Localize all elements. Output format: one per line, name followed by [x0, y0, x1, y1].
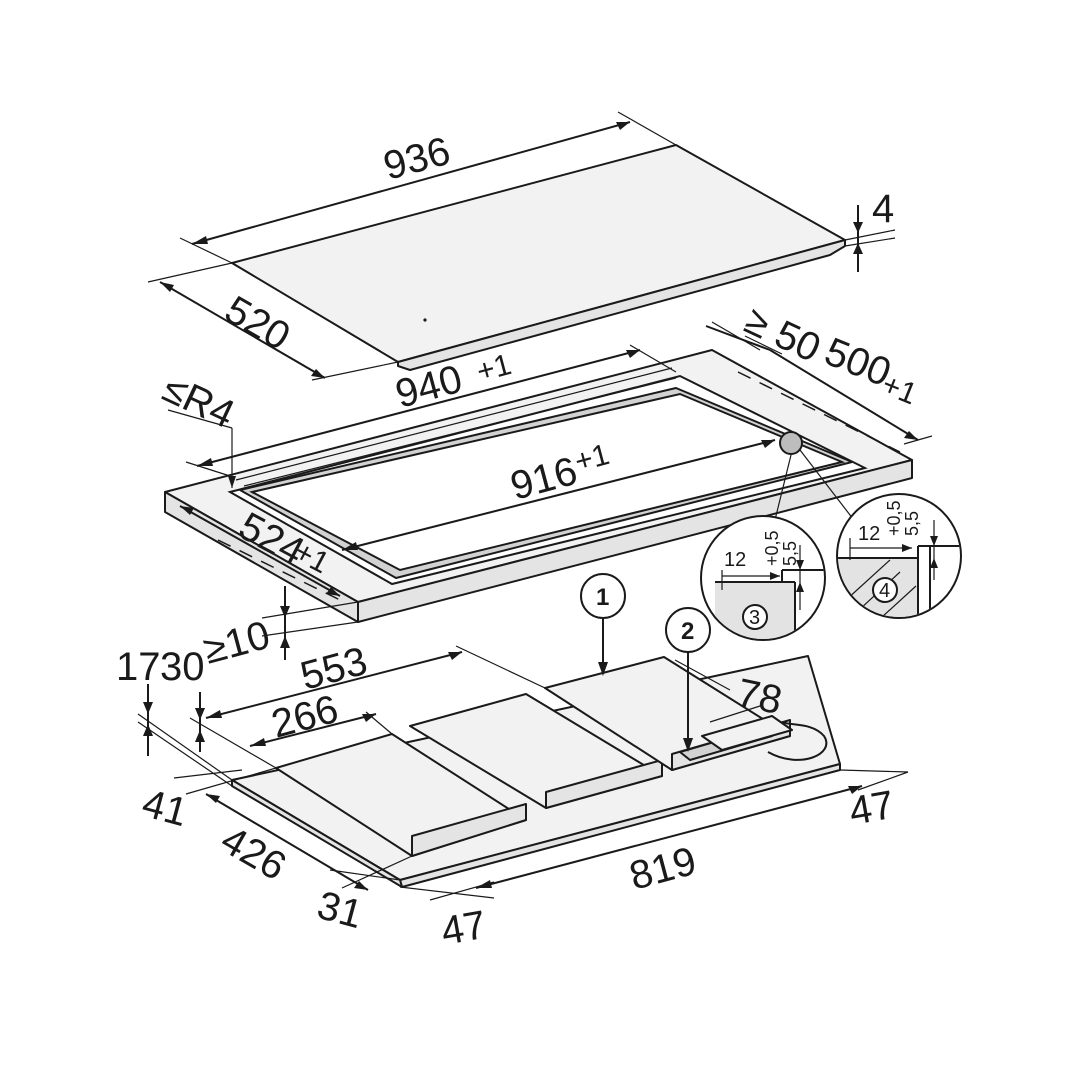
dim-hob-thickness: 4: [844, 187, 896, 272]
callout-1: 1: [580, 573, 626, 676]
dim-box-height: 78: [674, 659, 786, 723]
underside-unit: [231, 655, 841, 888]
worktop-frame: [164, 349, 913, 623]
label-30: 30: [160, 645, 205, 689]
detail3-width: 12: [724, 549, 746, 571]
label-17: 17: [116, 645, 161, 689]
callout-1-label: 1: [596, 584, 609, 611]
detail-4: 12 +0,5 5,5 4: [799, 449, 962, 619]
detail3-label: 3: [749, 607, 760, 629]
label-47-bottom: 47: [438, 903, 489, 954]
detail3-height: 5,5: [780, 541, 800, 566]
label-520: 520: [218, 288, 298, 359]
dim-zone-width: 266: [249, 687, 393, 747]
detail4-width: 12: [858, 523, 880, 545]
label-78: 78: [733, 671, 786, 723]
label-50: ≥ 50: [738, 298, 827, 371]
detail4-height: 5,5: [902, 511, 922, 536]
label-4: 4: [872, 187, 894, 231]
label-266: 266: [267, 687, 343, 747]
label-47-right: 47: [846, 783, 897, 834]
dim-corner-radius: ≤R4: [156, 366, 241, 488]
detail4-label: 4: [879, 580, 890, 602]
label-940-tol: +1: [473, 348, 515, 389]
dim-bottom-margin: 47: [399, 881, 495, 954]
label-553: 553: [296, 639, 372, 699]
label-426: 426: [214, 818, 294, 889]
detail3-tol: +0,5: [762, 530, 782, 566]
detail4-tol: +0,5: [884, 500, 904, 536]
dim-left-offsets: 17 30: [116, 645, 277, 787]
callout-2-label: 2: [681, 618, 694, 645]
label-819: 819: [625, 839, 701, 899]
dim-right-margin: 47: [839, 769, 909, 834]
label-31: 31: [313, 883, 367, 937]
label-41: 41: [138, 781, 192, 835]
detail-3: 12 +0,5 5,5 3: [700, 454, 826, 641]
label-10: ≥10: [199, 613, 275, 673]
label-936: 936: [379, 129, 455, 189]
